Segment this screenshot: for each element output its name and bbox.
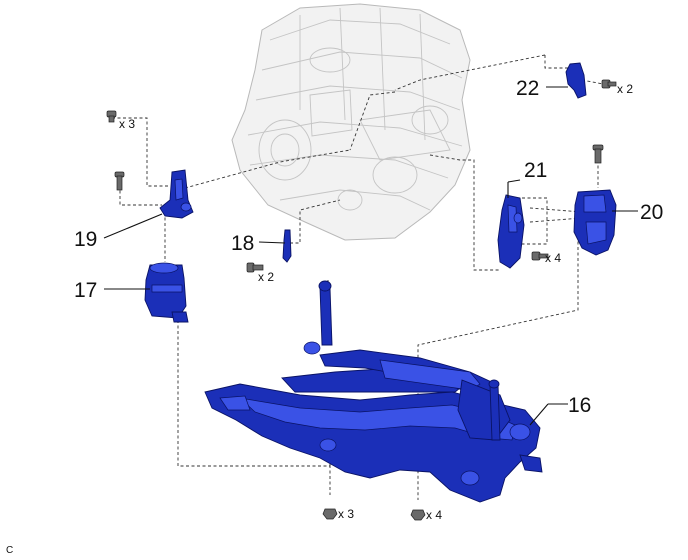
part-22-bracket bbox=[565, 62, 587, 99]
quantity-labels: x 3 x 2 x 2 x 4 x 3 x 4 bbox=[119, 82, 633, 522]
callout-18: 18 bbox=[231, 232, 254, 255]
bolt-icon bbox=[531, 251, 549, 261]
bolt-icon bbox=[592, 144, 604, 164]
part-19-bracket bbox=[159, 169, 194, 219]
bolt-icon bbox=[246, 262, 264, 273]
part-20-mount-insulator bbox=[573, 189, 617, 256]
part-17-mount-insulator bbox=[144, 262, 189, 323]
callout-leaders bbox=[103, 86, 638, 426]
nut-icon bbox=[410, 509, 426, 521]
quantity-18: x 2 bbox=[258, 270, 274, 284]
corner-mark: C bbox=[6, 545, 13, 556]
engine-assembly bbox=[231, 3, 471, 241]
part-21-bracket bbox=[497, 194, 525, 269]
part-16-crossmember bbox=[204, 280, 543, 503]
fasteners bbox=[106, 79, 617, 521]
callout-21: 21 bbox=[524, 159, 547, 182]
part-18-bracket bbox=[282, 229, 292, 263]
callout-22: 22 bbox=[516, 77, 539, 100]
quantity-21: x 4 bbox=[545, 251, 561, 265]
quantity-bottom-left: x 3 bbox=[338, 507, 354, 521]
callout-19: 19 bbox=[74, 228, 97, 251]
callout-numbers: 16 17 18 19 20 21 22 bbox=[74, 77, 663, 417]
quantity-22: x 2 bbox=[617, 82, 633, 96]
callout-20: 20 bbox=[640, 201, 663, 224]
callout-16: 16 bbox=[568, 394, 591, 417]
quantity-top-left: x 3 bbox=[119, 117, 135, 131]
bolt-icon bbox=[106, 110, 117, 123]
bolt-icon bbox=[601, 79, 617, 89]
nut-icon bbox=[322, 508, 338, 520]
callout-17: 17 bbox=[74, 279, 97, 302]
quantity-bottom-right: x 4 bbox=[426, 508, 442, 522]
bolt-icon bbox=[114, 171, 125, 191]
